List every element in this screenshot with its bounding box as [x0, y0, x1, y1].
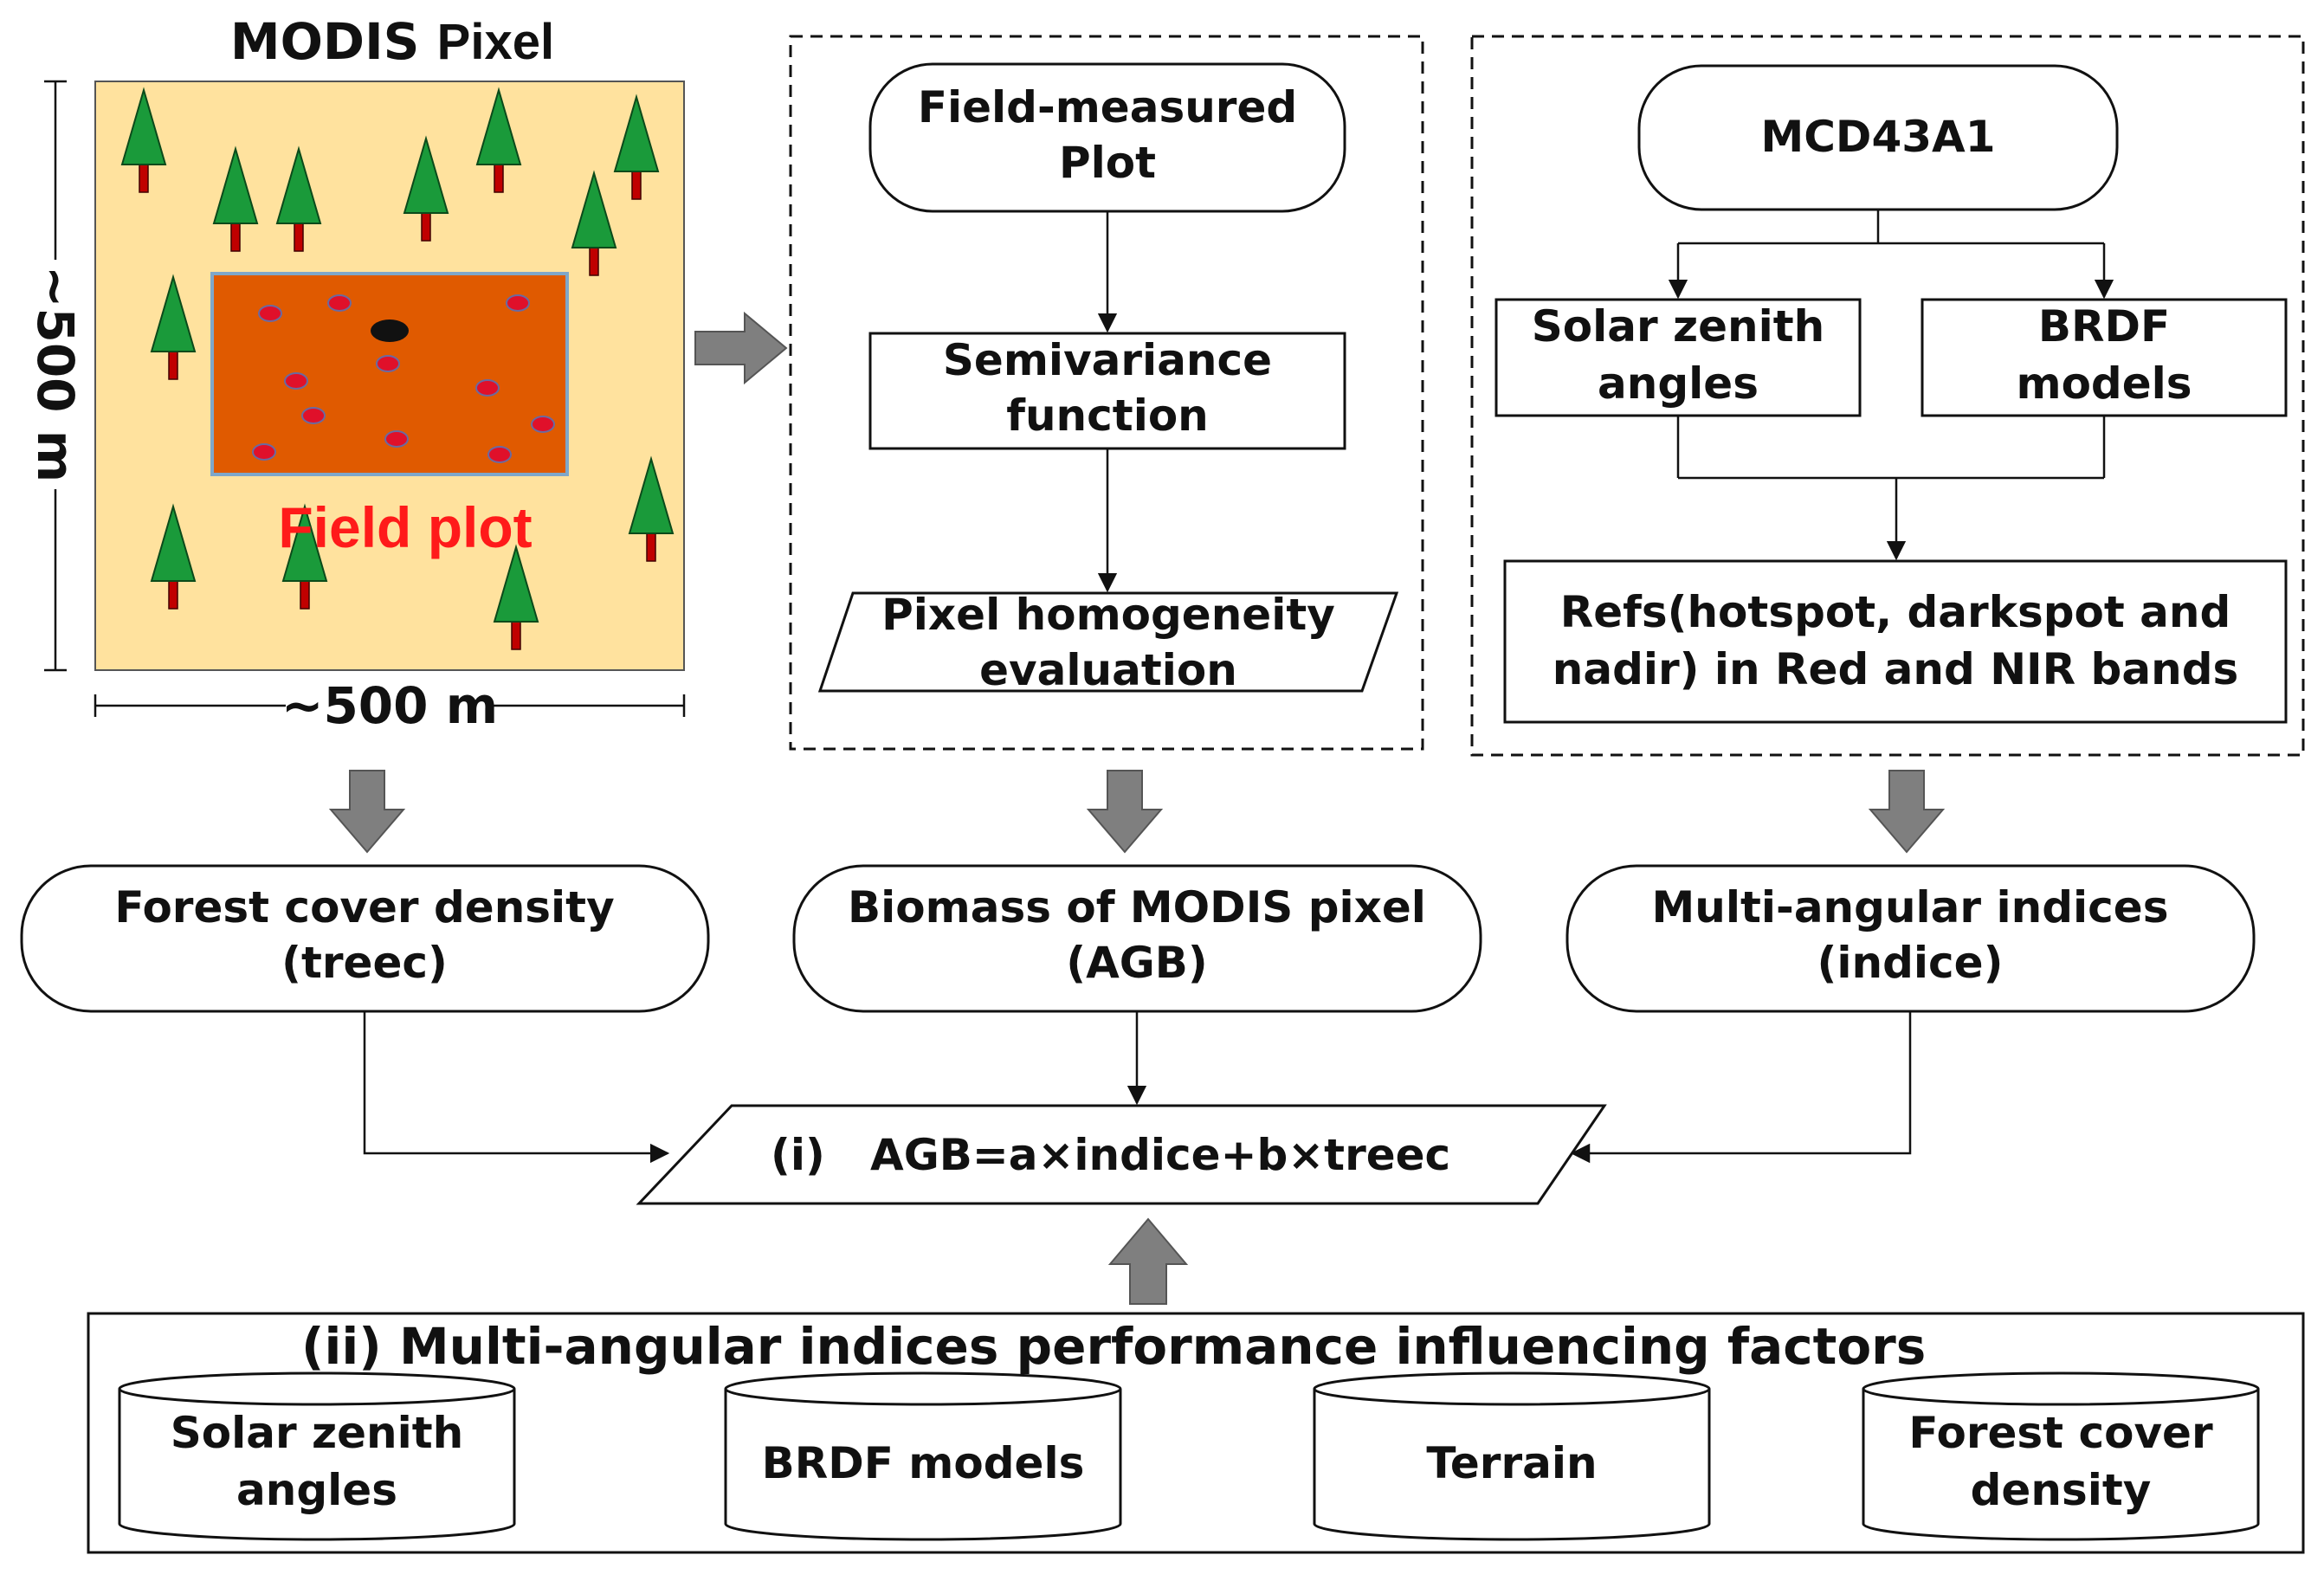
- plot-sample-dot: [487, 446, 512, 463]
- forest-cover-line2: (treec): [281, 938, 448, 988]
- tree-icon: [613, 94, 660, 200]
- tree-icon: [493, 544, 539, 650]
- biomass-line1: Biomass of MODIS pixel: [848, 882, 1426, 932]
- tree-icon: [275, 145, 322, 252]
- plot-sample-dot: [258, 305, 282, 322]
- factor-cylinder: BRDF models: [724, 1371, 1122, 1541]
- semivariance-function-node: [868, 332, 1346, 450]
- influencing-factors-panel: (ii) Multi-angular indices performance i…: [87, 1312, 2305, 1554]
- model-equation: AGB=a×indice+b×treec: [870, 1130, 1450, 1180]
- modis-pixel-panel: MODIS Pixel Field plot ~500 m ~500 m: [26, 12, 686, 735]
- field-plot-label: Field plot: [278, 495, 532, 559]
- factor-label: BRDF models: [762, 1438, 1085, 1488]
- field-measured-plot-line1: Field-measured: [918, 82, 1297, 132]
- refs-node: [1503, 559, 2288, 724]
- homogeneity-line1: Pixel homogeneity: [881, 590, 1335, 640]
- factor-cylinders: Solar zenith angles BRDF models Terrain Fore…: [118, 1371, 2260, 1541]
- plot-sample-dots: [252, 294, 555, 463]
- factor-label: Terrain: [1426, 1438, 1597, 1488]
- factor-label: Solar zenith: [171, 1408, 464, 1458]
- model-number: (i): [771, 1130, 825, 1180]
- tree-icon: [150, 503, 197, 610]
- plot-sample-dot: [475, 379, 500, 397]
- arrow-factors-to-model: [1107, 1217, 1189, 1305]
- arrow-field-to-biomass: [1086, 770, 1164, 854]
- arrow-pixel-to-forest-cover: [328, 770, 406, 854]
- plot-center-marker: [371, 319, 409, 342]
- tree-icon: [403, 135, 449, 242]
- factor-cylinder: Forest cover density: [1862, 1371, 2260, 1541]
- factors-title: (ii) Multi-angular indices performance i…: [301, 1317, 1926, 1376]
- tree-icon: [475, 87, 522, 193]
- modis-branch-dashed-frame: [1470, 35, 2305, 757]
- indices-line2: (indice): [1817, 938, 2004, 988]
- plot-sample-dot: [384, 430, 409, 448]
- modis-pixel-title: MODIS Pixel: [230, 12, 554, 71]
- tree-icon: [281, 503, 328, 610]
- arrow-pixel-to-field-branch: [694, 311, 788, 385]
- solar-zenith-line1: Solar zenith: [1532, 301, 1825, 352]
- semivariance-line2: function: [1006, 390, 1209, 441]
- factor-cylinder: Terrain: [1313, 1371, 1711, 1541]
- refs-line1: Refs(hotspot, darkspot and: [1560, 587, 2231, 637]
- model-equation-node: [636, 1104, 1607, 1205]
- plot-sample-dot: [506, 294, 530, 312]
- width-label: ~500 m: [281, 676, 498, 735]
- biomass-line2: (AGB): [1066, 938, 1208, 988]
- field-branch-dashed-frame: [789, 35, 1424, 751]
- tree-icon: [120, 87, 167, 193]
- plot-sample-dot: [252, 443, 276, 461]
- brdf-line2: models: [2016, 358, 2192, 409]
- factor-label: angles: [236, 1465, 397, 1515]
- homogeneity-line2: evaluation: [979, 645, 1237, 695]
- mcd43a1-label: MCD43A1: [1760, 112, 1995, 162]
- tree-icon: [628, 455, 675, 562]
- field-measured-plot-line2: Plot: [1059, 138, 1156, 188]
- height-label: ~500 m: [26, 266, 85, 482]
- indices-line1: Multi-angular indices: [1652, 882, 2169, 932]
- semivariance-line1: Semivariance: [943, 335, 1272, 385]
- field-branch-group: Field-measured Plot Semivariance functio…: [789, 35, 1424, 751]
- tree-icons: [120, 87, 675, 650]
- tree-icon: [212, 145, 259, 252]
- plot-sample-dot: [284, 372, 308, 390]
- arrow-modis-to-indices: [1868, 770, 1946, 854]
- factor-label: density: [1971, 1465, 2152, 1515]
- refs-line2: nadir) in Red and NIR bands: [1553, 644, 2239, 694]
- factor-label: Forest cover: [1908, 1408, 2213, 1458]
- brdf-line1: BRDF: [2038, 301, 2170, 352]
- output-nodes: Forest cover density (treec) Biomass of …: [20, 864, 2256, 1013]
- plot-sample-dot: [376, 355, 400, 372]
- pixel-homogeneity-node: [817, 591, 1399, 693]
- connector-forest-cover-to-model: [363, 1011, 670, 1164]
- solar-zenith-line2: angles: [1598, 358, 1759, 409]
- factor-cylinder: Solar zenith angles: [118, 1371, 516, 1541]
- modis-branch-group: MCD43A1 Solar zenith angles BRDF models …: [1470, 35, 2305, 757]
- connector-indices-to-model: [1570, 1011, 1912, 1164]
- plot-sample-dot: [531, 416, 555, 433]
- plot-sample-dot: [327, 294, 352, 312]
- tree-icon: [150, 274, 197, 380]
- solar-zenith-angles-node: [1494, 298, 1862, 417]
- brdf-models-node: [1921, 298, 2288, 417]
- forest-cover-line1: Forest cover density: [114, 882, 614, 932]
- tree-icon: [571, 170, 617, 276]
- plot-sample-dot: [301, 407, 326, 424]
